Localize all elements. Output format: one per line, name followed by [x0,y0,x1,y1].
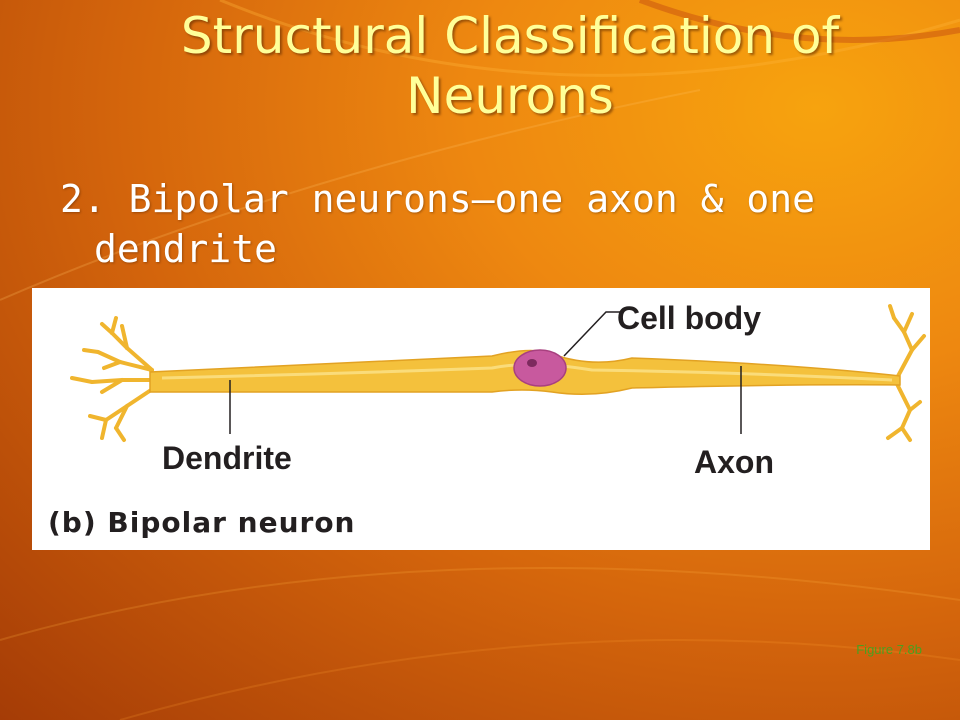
slide-title-line-2: Neurons [406,67,614,125]
bipolar-neuron-illustration [70,304,926,442]
figure-reference: Figure 7.8b [856,642,922,657]
slide-title-line-1: Structural Classification of [180,7,840,65]
axon-terminals [886,304,926,442]
neuron-figure: Cell body Dendrite Axon (b) Bipolar neur… [32,288,930,550]
bullet-point: 2. Bipolar neurons—one axon & one dendri… [60,174,880,274]
nucleolus [527,359,537,367]
bullet-point-line-1: 2. Bipolar neurons—one axon & one [60,177,815,221]
figure-caption: (b) Bipolar neuron [48,506,356,539]
cell-body-label: Cell body [617,300,762,336]
dendrite-label: Dendrite [162,440,292,476]
cell-body-nucleus [513,349,567,387]
dendrite-branches [70,316,156,442]
axon-label: Axon [694,444,774,480]
slide-title: Structural Classification of Neurons [100,6,920,126]
bullet-point-line-2: dendrite [94,227,278,271]
cell-body-leader-line [563,311,620,357]
